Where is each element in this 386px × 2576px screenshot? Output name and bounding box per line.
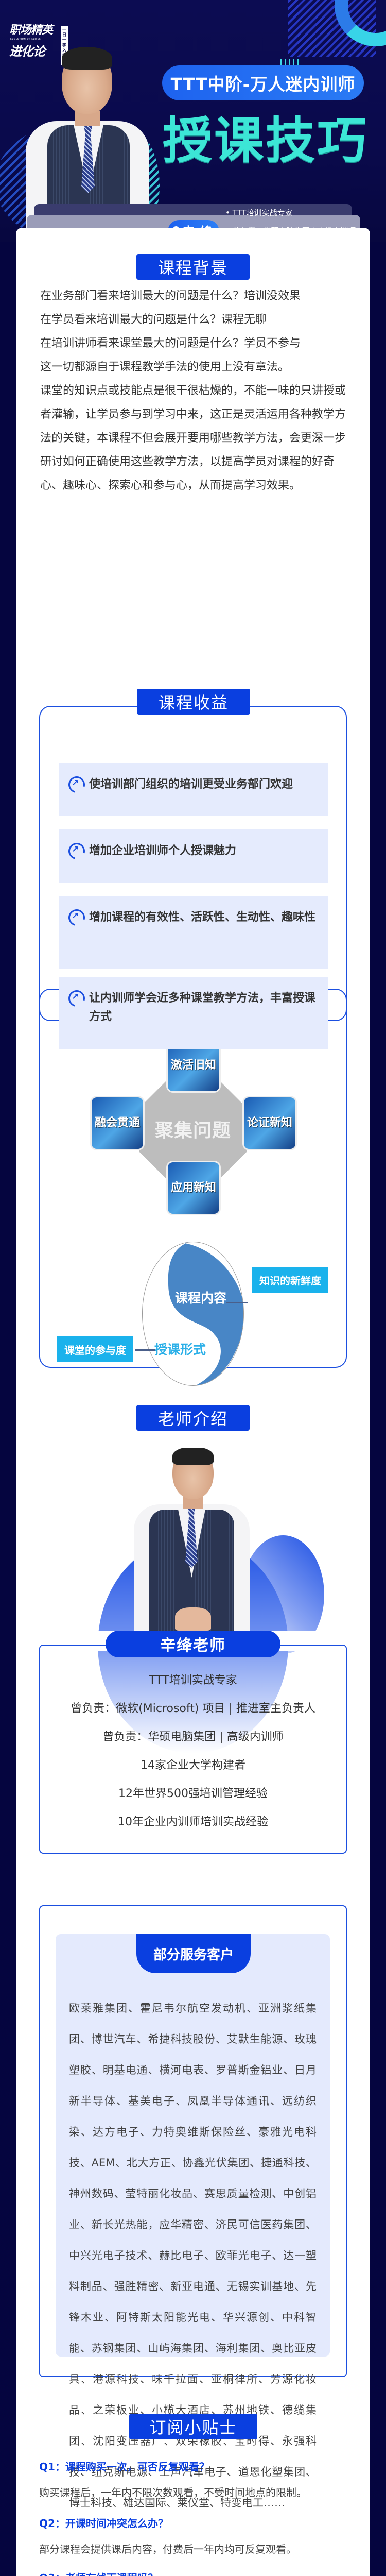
credential-line: 曾负责：微软(Microsoft) 项目 | 推进室主负责人 [71,1702,315,1715]
teacher-credentials: TTT培训实战专家 曾负责：微软(Microsoft) 项目 | 推进室主负责人… [39,1666,347,1836]
logo-line2: 进化论 [9,44,45,59]
paragraph: 在业务部门看来培训最大的问题是什么？培训没效果 [40,290,301,302]
arrow-left-icon [135,1349,155,1351]
faq-answer: 部分课程会提供课后内容，付费后一年内均可反复观看。 [39,2543,296,2555]
node-left: 融会贯通 [92,1097,143,1149]
clients-box [39,1905,347,2377]
credential-line: 曾负责：华硕电脑集团 | 高级内训师 [102,1731,284,1743]
faq-item: Q3：老师有线下课程吗？ 课程详情页点击“请老师上课”可联系相关人员了解详情。 [39,2570,348,2576]
hero-bullet: 曾负责：华硕电脑集团 | 高级内训师 [225,222,356,240]
clients-title: 部分服务客户 [136,1934,251,1973]
brand-logo: 职场精英 EVOLUTION OF ELITES 进化论 一日一学入门课 [9,21,68,65]
faq-answer: 购买课程后，一年内不限次数观看，不受时间地点的限制。 [39,2486,307,2499]
paragraph: 这一切都源自于课程教学手法的使用上没有章法。 [40,361,290,374]
credential-line: 10年企业内训师培训实战经验 [118,1816,268,1828]
node-bottom: 应用新知 [168,1162,219,1214]
growth-arrow-icon [65,773,88,796]
benefit-item: 增加企业培训师个人授课魅力 [59,829,328,883]
section-title-benefits: 课程收益 [137,689,250,715]
teacher-portrait [124,1448,257,1631]
hero-bullet: 12年世界500强培训管理经验 [225,240,356,258]
faq-question: Q2：开课时间冲突怎么办？ [39,2517,168,2530]
clients-panel [56,1934,330,2357]
benefit-item: 增加课程的有效性、活跃性、生动性、趣味性 [59,896,328,969]
logo-line1: 职场精英 [9,24,53,37]
growth-arrow-icon [65,987,88,1010]
clients-list: 欧莱雅集团、霍尼韦尔航空发动机、亚洲浆纸集团、博世汽车、希捷科技股份、艾默生能源… [69,2002,317,2509]
yinyang-upper-label: 课程内容 [175,1291,227,1306]
node-right: 论证新知 [244,1097,295,1149]
benefit-item: 让内训师学会近多种课堂教学方法，丰富授课方式 [59,977,328,1049]
background-text: 在业务部门看来培训最大的问题是什么？培训没效果 在学员看来培训最大的问题是什么？… [40,284,347,498]
benefit-item: 使培训部门组织的培训更受业务部门欢迎 [59,763,328,816]
paragraph: 在学员看来培训最大的问题是什么？课程无聊 [40,313,267,326]
credential-line: 12年世界500强培训管理经验 [118,1787,268,1800]
paragraph: 在培训讲师看来课堂最大的问题是什么？学员不参与 [40,337,301,350]
growth-arrow-icon [65,906,88,929]
faq-item: Q1：课程购买一次，可否反复观看？ 购买课程后，一年内不限次数观看，不受时间地点… [39,2459,348,2504]
section-title-teacher: 老师介绍 [136,1405,250,1431]
course-name-pill: TTT中阶-万人迷内训师 [162,65,364,100]
teacher-name-pill: 辛绛老师 [106,1631,280,1657]
course-title: 授课技巧 [163,111,369,170]
faq-item: Q2：开课时间冲突怎么办？ 部分课程会提供课后内容，付费后一年内均可反复观看。 [39,2516,348,2561]
yinyang-diagram [142,1242,244,1386]
arrow-right-icon [226,1302,248,1303]
faq-question: Q3：老师有线下课程吗？ [39,2570,348,2576]
growth-arrow-icon [65,840,88,862]
center-label: 聚集问题 [154,1120,231,1141]
paragraph: 课堂的知识点或技能点是很干很枯燥的，不能一味的只讲授或者灌输，让学员参与到学习中… [40,384,346,492]
credential-line: TTT培训实战专家 [149,1674,237,1687]
section-title-faq: 订阅小贴士 [129,2414,257,2439]
tag-knowledge-freshness: 知识的新鲜度 [252,1267,328,1293]
yinyang-lower-label: 授课形式 [154,1342,206,1357]
hero-bullet: TTT培训实战专家 [225,204,356,222]
tag-class-participation: 课堂的参与度 [57,1336,133,1362]
credential-line: 14家企业大学构建者 [141,1759,245,1772]
section-title-background: 课程背景 [136,254,250,280]
decor-teeth [280,59,301,66]
faq-question: Q1：课程购买一次，可否反复观看？ [39,2461,209,2473]
logo-subtitle: EVOLUTION OF ELITES [10,38,41,40]
